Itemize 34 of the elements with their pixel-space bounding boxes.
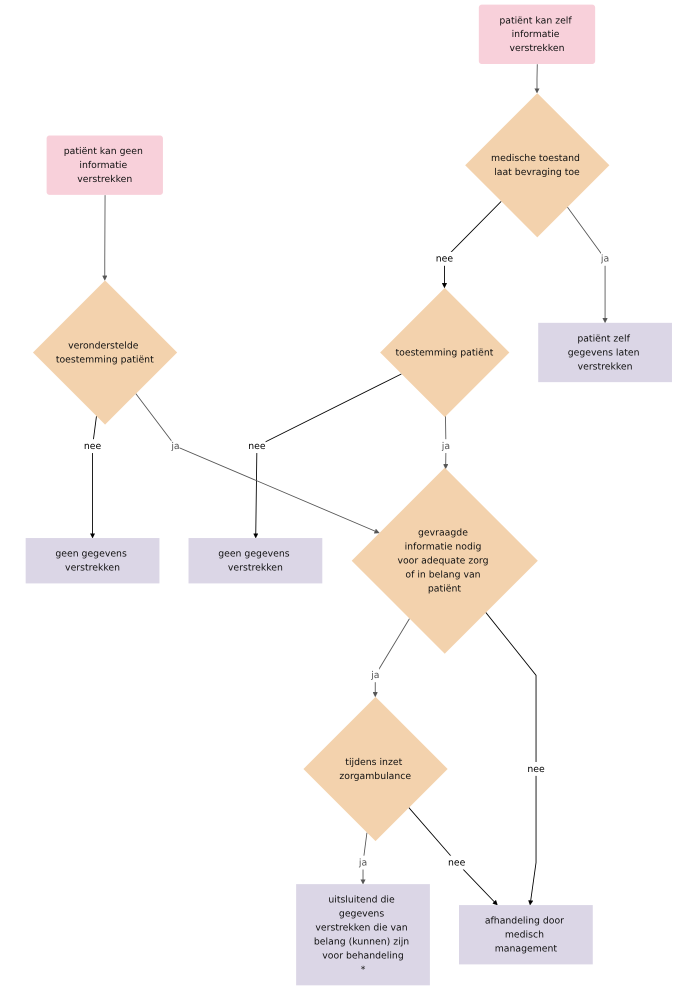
edge-label: nee [448, 856, 466, 868]
edge-label: nee [248, 440, 266, 452]
arrow [372, 618, 410, 698]
arrow [252, 374, 402, 538]
edge-label: ja [600, 253, 609, 264]
arrow [102, 194, 108, 281]
node-diamond: veronderstelde toestemming patiënt [32, 280, 177, 425]
node-box: patiënt kan zelf informatie verstrekken [478, 4, 595, 64]
node-diamond: tijdens inzet zorgambulance [303, 696, 448, 842]
arrow [135, 393, 380, 534]
edge-label: ja [370, 669, 380, 681]
arrow [442, 416, 448, 470]
arrow [90, 416, 97, 538]
node-diamond: gevraagde informatie nodig voor adequate zorg of in belang van patiënt [351, 468, 538, 654]
arrow [534, 64, 540, 94]
edge-label: nee [435, 253, 453, 264]
node-diamond: medische toestand laat bevraging toe [464, 93, 610, 238]
node-diamond: toestemming patiënt [380, 288, 510, 418]
arrow [566, 206, 608, 324]
node-box: geen gegevens verstrekken [25, 538, 160, 584]
edge-label: nee [84, 440, 101, 452]
arrow [485, 612, 536, 906]
edge-label: ja [358, 856, 367, 868]
node-box: patiënt zelf gegevens laten verstrekken [538, 322, 672, 382]
node-box: uitsluitend die gegevens verstrekken die van belang (kunnen) zijn voor behandeling * [296, 884, 430, 986]
node-box: afhandeling door medisch management [458, 905, 592, 964]
node-box: geen gegevens verstrekken [188, 538, 322, 584]
arrow [360, 832, 368, 884]
arrow [408, 807, 498, 906]
edge-label: nee [527, 763, 544, 774]
edge-label: ja [441, 440, 450, 452]
arrow [442, 201, 502, 288]
edge-label: ja [171, 440, 180, 452]
node-box: patiënt kan geen informatie verstrekken [46, 136, 163, 195]
